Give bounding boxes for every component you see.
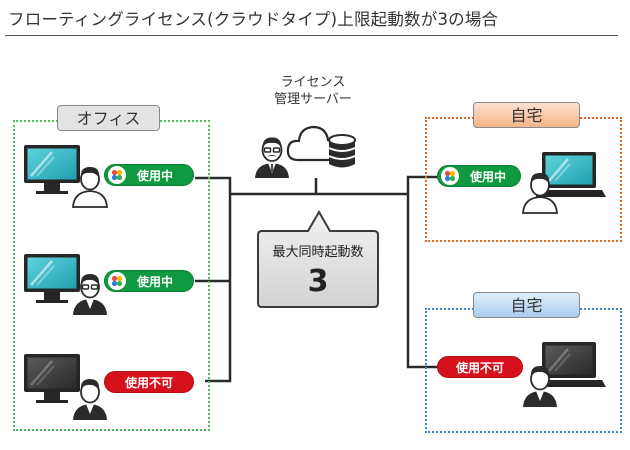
status-label: 使用中: [470, 170, 507, 184]
person-2: [73, 274, 107, 315]
status-label: 使用中: [137, 169, 174, 183]
status-label: 使用不可: [124, 376, 173, 390]
line-home: [406, 175, 440, 369]
desktop-computer-3: [24, 354, 80, 403]
server-label-line1: ライセンス: [280, 75, 346, 90]
server-label: ライセンス 管理サーバー: [258, 74, 368, 108]
status-badge-unavailable: 使用不可: [104, 371, 194, 393]
admin-person-icon: [255, 137, 289, 178]
desktop-computer-2: [24, 254, 80, 303]
person-3: [73, 379, 107, 420]
status-label: 使用中: [137, 275, 174, 289]
person-1: [72, 167, 108, 208]
callout-box: [257, 210, 379, 308]
status-badge-in-use: 使用中: [104, 164, 194, 186]
page-title: フローティングライセンス(クラウドタイプ)上限起動数が3の場合: [8, 10, 499, 29]
callout-label: 最大同時起動数: [272, 245, 364, 260]
title-underline: [5, 35, 618, 36]
laptop-computer-1: [536, 152, 606, 197]
laptop-computer-2: [536, 342, 606, 387]
line-office-1: [195, 176, 232, 383]
app-logo-icon: [441, 167, 459, 185]
callout-value: 3: [307, 264, 329, 299]
desktop-computer-1: [24, 145, 80, 194]
app-logo-icon: [108, 272, 126, 290]
app-logo-icon: [108, 166, 126, 184]
server-label-line2: 管理サーバー: [274, 92, 352, 107]
status-badge-in-use: 使用中: [104, 270, 194, 292]
status-badge-unavailable: 使用不可: [437, 356, 523, 378]
home-label-1: 自宅: [473, 102, 580, 128]
person-4: [522, 173, 558, 214]
person-5: [523, 366, 557, 407]
status-badge-in-use: 使用中: [437, 165, 521, 187]
database-icon: [328, 134, 356, 168]
home-label-2: 自宅: [473, 292, 580, 318]
office-label: オフィス: [57, 105, 160, 131]
status-label: 使用不可: [455, 361, 504, 375]
